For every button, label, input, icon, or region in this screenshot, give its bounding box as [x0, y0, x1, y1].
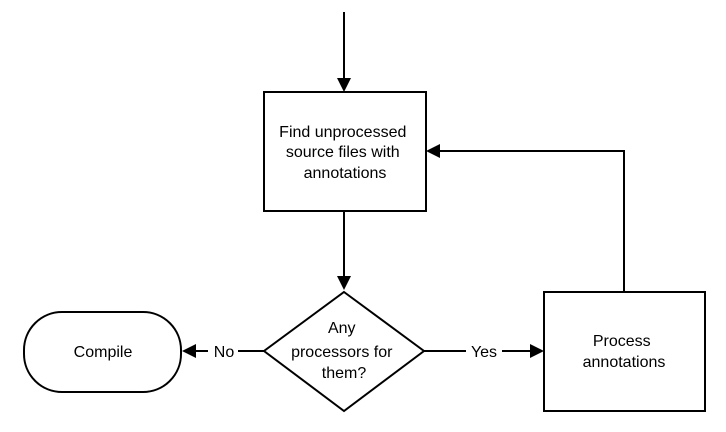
process-annotations-text: Process annotations	[583, 333, 666, 371]
find-unprocessed-text: Find unprocessed source files with annot…	[279, 124, 411, 182]
loop-back-arrow	[426, 144, 625, 292]
compile-text: Compile	[74, 344, 133, 361]
find-unprocessed-node: Find unprocessed source files with annot…	[263, 91, 427, 212]
decision-line-3: them?	[322, 365, 367, 382]
decision-line-2: processors for	[291, 344, 393, 361]
entry-arrow	[337, 12, 351, 92]
compile-node: Compile	[23, 311, 182, 393]
no-edge: No	[182, 341, 264, 361]
find-to-decision-arrow	[337, 211, 351, 290]
decision-text: Any processors for them?	[291, 320, 397, 382]
process-line-1: Process	[593, 333, 651, 350]
find-line-3: annotations	[304, 165, 387, 182]
yes-edge: Yes	[424, 341, 544, 361]
find-line-1: Find unprocessed	[279, 124, 406, 141]
decision-line-1: Any	[328, 320, 356, 337]
process-annotations-node: Process annotations	[543, 291, 706, 412]
yes-edge-label: Yes	[471, 344, 497, 361]
process-line-2: annotations	[583, 354, 666, 371]
no-edge-label: No	[214, 344, 235, 361]
find-line-2: source files with	[286, 144, 400, 161]
decision-node: Any processors for them?	[262, 290, 426, 413]
